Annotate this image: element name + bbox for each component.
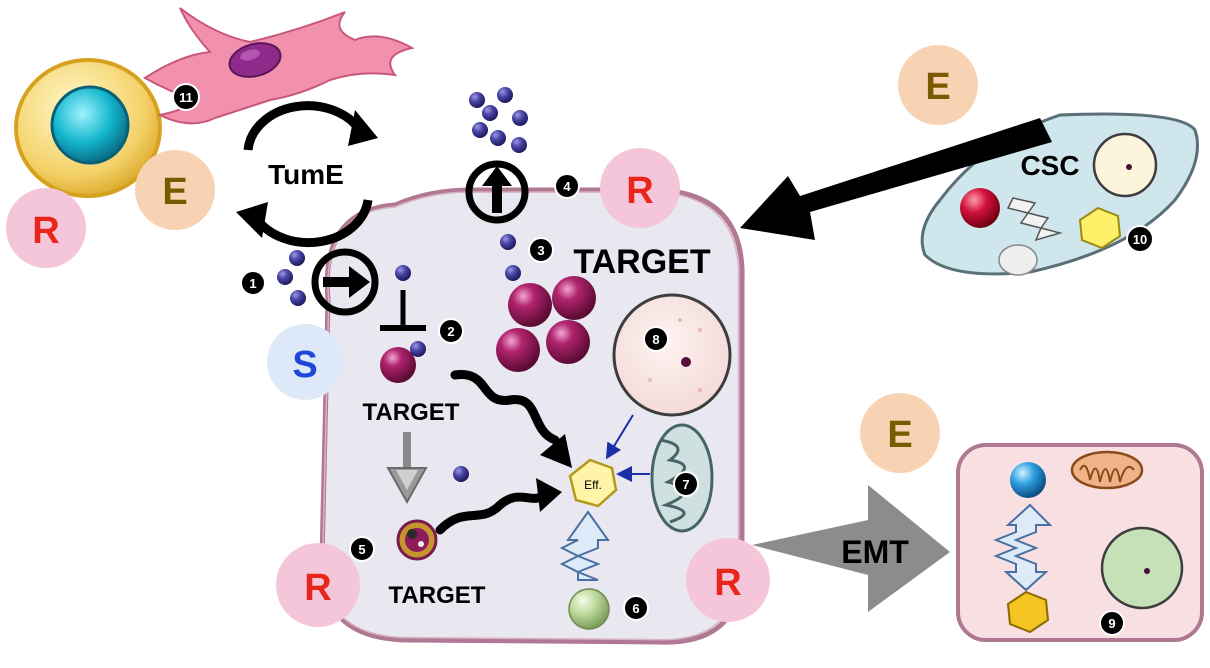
effector-hexagon: Eff. xyxy=(568,458,618,508)
badge-r-topleft: R xyxy=(6,188,86,268)
badge-e-right: E xyxy=(860,393,940,473)
green-vesicle xyxy=(568,588,610,630)
emt-cell xyxy=(956,443,1204,642)
wavy-arrow-lower xyxy=(435,478,562,535)
svg-text:5: 5 xyxy=(358,542,365,557)
badge-e-topleft: E xyxy=(135,150,215,230)
svg-text:2: 2 xyxy=(447,324,454,339)
marker-7: 7 xyxy=(673,471,699,497)
ligand-molecules-left xyxy=(277,250,411,306)
svg-text:3: 3 xyxy=(537,243,544,258)
tume-cycle: TumE xyxy=(236,101,378,248)
nucleus xyxy=(612,293,732,417)
emt-arrow: EMT xyxy=(752,485,950,612)
marker-10: 10 xyxy=(1126,225,1154,253)
svg-text:E: E xyxy=(162,171,187,213)
csc-label: CSC xyxy=(1020,150,1079,181)
svg-text:9: 9 xyxy=(1108,616,1115,631)
svg-text:E: E xyxy=(925,66,950,108)
svg-text:1: 1 xyxy=(249,276,256,291)
badge-e-topright: E xyxy=(898,45,978,125)
grey-arrow-down xyxy=(386,432,428,505)
badge-r-top: R xyxy=(600,148,680,228)
eff-label: Eff. xyxy=(584,478,602,492)
svg-text:11: 11 xyxy=(179,90,193,105)
wavy-arrow-upper xyxy=(450,370,572,468)
immune-cell xyxy=(14,58,162,198)
inhibition-symbol xyxy=(380,290,426,331)
svg-text:R: R xyxy=(714,562,741,604)
svg-text:4: 4 xyxy=(563,179,571,194)
marker-11: 11 xyxy=(172,83,200,111)
svg-text:S: S xyxy=(292,344,317,386)
svg-text:10: 10 xyxy=(1133,232,1147,247)
svg-text:R: R xyxy=(304,567,331,609)
fibroblast-cell xyxy=(143,7,415,125)
receptor-2 xyxy=(380,341,426,383)
svg-text:7: 7 xyxy=(682,477,689,492)
blue-arrow-nucleus-to-eff xyxy=(605,414,634,460)
marker-9: 9 xyxy=(1099,610,1125,636)
marker-1: 1 xyxy=(240,270,266,296)
csc-to-cell-arrow xyxy=(740,118,1052,240)
csc-cell: CSC xyxy=(920,112,1199,276)
secretion-arrow xyxy=(465,160,529,224)
svg-text:8: 8 xyxy=(652,332,659,347)
marker-4: 4 xyxy=(554,173,580,199)
target-main-label: TARGET xyxy=(573,243,710,281)
marker-2: 2 xyxy=(438,318,464,344)
svg-text:R: R xyxy=(32,210,59,252)
zigzag-arrow-up xyxy=(559,510,610,581)
svg-text:R: R xyxy=(626,170,653,212)
tume-label: TumE xyxy=(268,159,344,190)
emt-label: EMT xyxy=(841,534,909,570)
svg-text:6: 6 xyxy=(632,601,639,616)
target-bottom-label: TARGET xyxy=(389,582,486,609)
free-molecule xyxy=(453,466,469,482)
marker-5: 5 xyxy=(349,536,375,562)
badge-r-bottomright: R xyxy=(686,538,770,622)
entry-arrow xyxy=(311,248,379,316)
target-left-label: TARGET xyxy=(363,399,460,426)
secreted-molecules xyxy=(469,87,528,250)
badge-r-bottomleft: R xyxy=(276,543,360,627)
svg-text:E: E xyxy=(887,414,912,456)
marker-8: 8 xyxy=(643,326,669,352)
marker-3: 3 xyxy=(528,237,554,263)
marker-6: 6 xyxy=(623,595,649,621)
receptor-cluster xyxy=(496,265,596,372)
receptor-5 xyxy=(396,519,438,561)
badge-s: S xyxy=(267,324,343,400)
